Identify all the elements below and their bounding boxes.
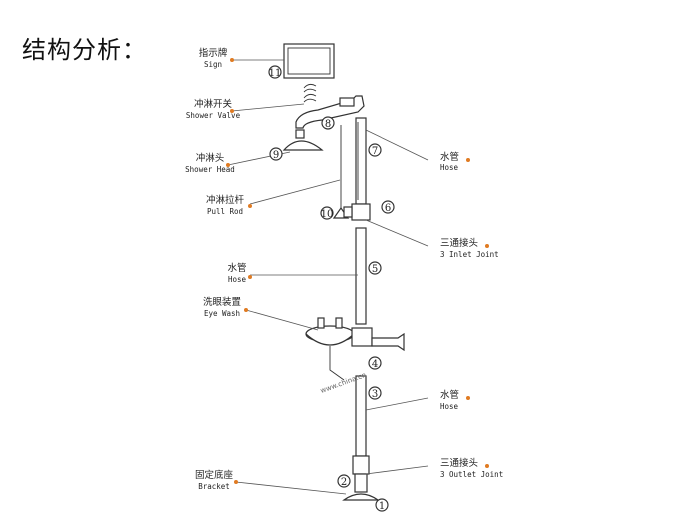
svg-text:三通接头: 三通接头 — [440, 237, 478, 249]
shower-head-part — [282, 129, 324, 151]
svg-text:冲淋开关: 冲淋开关 — [194, 98, 233, 110]
svg-text:3 Inlet Joint: 3 Inlet Joint — [440, 250, 499, 259]
svg-text:3: 3 — [372, 389, 378, 400]
num-marker-2: 2 — [337, 474, 351, 488]
label-hose-top: 水管 Hose — [440, 151, 470, 172]
eye-wash-part — [305, 317, 405, 381]
label-shower-head: 冲淋头 Shower Head — [185, 152, 235, 174]
hose-top-part — [355, 117, 367, 205]
svg-text:4: 4 — [372, 359, 378, 370]
svg-text:水管: 水管 — [440, 151, 459, 163]
svg-text:1: 1 — [379, 501, 385, 512]
label-hose-left: 水管 Hose — [227, 262, 252, 284]
num-marker-9: 9 — [269, 147, 283, 161]
svg-text:8: 8 — [325, 119, 331, 130]
sign-part — [283, 43, 335, 79]
shower-valve-part — [295, 95, 365, 129]
num-marker-8: 8 — [321, 116, 335, 130]
hose-bottom-part — [355, 375, 367, 457]
svg-text:Pull Rod: Pull Rod — [207, 207, 243, 216]
sign-clips — [303, 83, 317, 103]
leader-lines — [227, 59, 429, 495]
svg-text:固定底座: 固定底座 — [195, 469, 234, 481]
svg-text:6: 6 — [385, 203, 391, 214]
num-marker-11: 11 — [268, 65, 282, 79]
pull-rod-part — [332, 125, 350, 219]
num-marker-3: 3 — [368, 386, 382, 400]
num-marker-4: 4 — [368, 356, 382, 370]
svg-text:11: 11 — [269, 68, 282, 79]
svg-text:三通接头: 三通接头 — [440, 457, 478, 469]
svg-text:水管: 水管 — [440, 389, 459, 401]
label-eye-wash: 洗眼装置 Eye Wash — [203, 296, 248, 318]
svg-text:2: 2 — [341, 477, 347, 488]
svg-text:7: 7 — [372, 146, 378, 157]
svg-text:Hose: Hose — [440, 163, 459, 172]
svg-text:3 Outlet Joint: 3 Outlet Joint — [440, 470, 503, 479]
label-pull-rod: 冲淋拉杆 Pull Rod — [206, 194, 252, 216]
svg-text:Shower Valve: Shower Valve — [186, 111, 241, 120]
svg-text:冲淋头: 冲淋头 — [196, 152, 225, 164]
svg-text:Eye Wash: Eye Wash — [204, 309, 240, 318]
num-marker-5: 5 — [368, 261, 382, 275]
inlet-joint-part — [343, 203, 371, 221]
num-marker-6: 6 — [381, 200, 395, 214]
page-title: 结构分析： — [22, 36, 147, 64]
svg-text:冲淋拉杆: 冲淋拉杆 — [206, 194, 245, 206]
num-marker-1: 1 — [375, 498, 389, 512]
hose-mid-part — [355, 227, 367, 325]
num-marker-7: 7 — [368, 143, 382, 157]
label-shower-valve: 冲淋开关 Shower Valve — [186, 98, 241, 120]
svg-text:水管: 水管 — [227, 262, 246, 274]
svg-text:Shower Head: Shower Head — [185, 165, 235, 174]
svg-text:Sign: Sign — [204, 60, 222, 69]
svg-text:9: 9 — [273, 150, 279, 161]
label-hose-bottom: 水管 Hose — [440, 389, 470, 411]
outlet-joint-part — [352, 455, 370, 475]
label-bracket: 固定底座 Bracket — [195, 469, 238, 491]
svg-text:指示牌: 指示牌 — [199, 47, 228, 59]
svg-text:Hose: Hose — [440, 402, 459, 411]
num-marker-10: 10 — [320, 206, 334, 220]
number-markers: 11 8 9 7 6 10 5 4 3 2 1 — [268, 65, 395, 512]
svg-text:10: 10 — [321, 209, 334, 220]
svg-text:5: 5 — [372, 264, 378, 275]
label-inlet-joint: 三通接头 3 Inlet Joint — [440, 237, 499, 259]
label-sign: 指示牌 Sign — [199, 47, 234, 69]
svg-text:洗眼装置: 洗眼装置 — [203, 296, 241, 308]
svg-text:Bracket: Bracket — [198, 482, 230, 491]
svg-text:Hose: Hose — [228, 275, 247, 284]
label-outlet-joint: 三通接头 3 Outlet Joint — [440, 457, 503, 479]
